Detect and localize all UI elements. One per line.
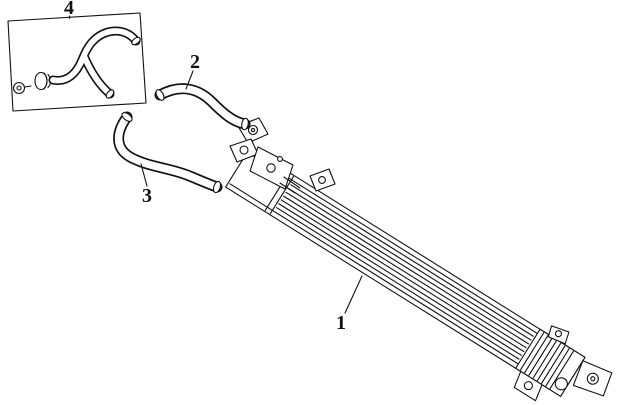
- leader-2: [185, 70, 194, 90]
- bushing: [34, 71, 52, 91]
- hose-assembly-box: [7, 12, 147, 112]
- hose-4: [48, 26, 141, 99]
- hose-end-cap: [241, 117, 249, 131]
- cooler-fins: [275, 184, 534, 360]
- callout-label-2: 2: [190, 51, 200, 73]
- end-tank-boss: [554, 377, 568, 391]
- cooler-end-tank: [515, 328, 586, 397]
- hose-end-cap: [105, 89, 115, 99]
- hose-end-cap: [121, 112, 133, 122]
- hose-end-cap: [131, 36, 141, 46]
- grommet: [12, 81, 32, 95]
- cooler-foot-bracket: [513, 370, 543, 402]
- cooler-top-tab: [547, 325, 570, 345]
- hose-end-cap: [212, 180, 222, 194]
- leader-1: [344, 275, 363, 314]
- hose-3: [113, 111, 223, 194]
- hose-end-cap: [155, 89, 165, 101]
- callout-label-4: 4: [64, 0, 74, 19]
- cooler-pipe-clip: [309, 168, 336, 192]
- callout-labels: 1 2 3 4: [64, 0, 346, 334]
- leader-3: [140, 163, 148, 187]
- callout-label-3: 3: [142, 185, 152, 207]
- cooler-mount-bracket-right: [572, 360, 613, 397]
- callout-label-1: 1: [336, 312, 346, 334]
- callout-leaders: [68, 15, 363, 314]
- hose-2: [154, 83, 251, 131]
- oil-cooler: [225, 147, 613, 402]
